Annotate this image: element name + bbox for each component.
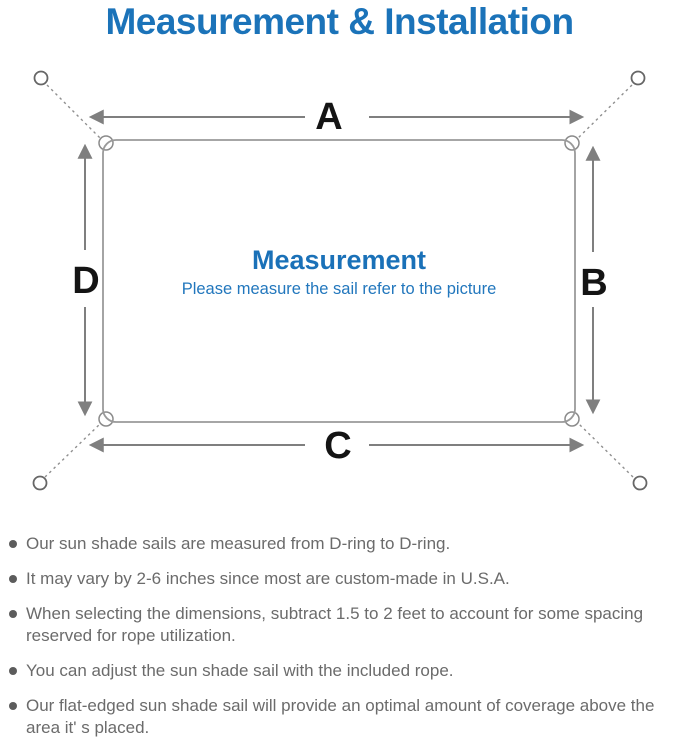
list-item: When selecting the dimensions, subtract … [8, 603, 671, 647]
bullet-icon [9, 540, 17, 548]
anchor-ring-bottom-left [32, 475, 48, 491]
list-item: Our flat-edged sun shade sail will provi… [8, 695, 671, 739]
instruction-text: It may vary by 2-6 inches since most are… [26, 569, 510, 588]
bullet-icon [9, 667, 17, 675]
diagram-center-subtitle: Please measure the sail refer to the pic… [182, 280, 497, 298]
anchor-ring-top-right [630, 70, 646, 86]
d-ring-top-left [98, 135, 114, 151]
measurement-diagram: A B C D Measurement Please measure the s… [32, 70, 648, 491]
bullet-icon [9, 575, 17, 583]
rope-line-bottom-right [578, 423, 634, 478]
list-item: Our sun shade sails are measured from D-… [8, 533, 671, 555]
bullet-icon [9, 702, 17, 710]
instruction-text: Our flat-edged sun shade sail will provi… [26, 696, 655, 737]
side-label-right: B [580, 262, 607, 304]
d-ring-bottom-right [564, 411, 580, 427]
page-title: Measurement & Installation [105, 1, 574, 42]
list-item: You can adjust the sun shade sail with t… [8, 660, 671, 682]
d-ring-top-right [564, 135, 580, 151]
anchor-ring-bottom-right [632, 475, 648, 491]
instruction-text: You can adjust the sun shade sail with t… [26, 661, 454, 680]
instruction-text: When selecting the dimensions, subtract … [26, 604, 644, 645]
list-item: It may vary by 2-6 inches since most are… [8, 568, 671, 590]
anchor-ring-top-left [33, 70, 49, 86]
diagram-center-heading: Measurement [252, 245, 426, 275]
instruction-list: Our sun shade sails are measured from D-… [8, 533, 671, 739]
rope-line-bottom-left [44, 423, 101, 478]
rope-line-top-right [576, 84, 633, 140]
d-ring-bottom-left [98, 411, 114, 427]
rope-line-top-left [46, 84, 102, 140]
instruction-text: Our sun shade sails are measured from D-… [26, 534, 451, 553]
side-label-top: A [315, 96, 342, 138]
side-label-left: D [72, 260, 99, 302]
sail-outline [102, 139, 576, 423]
side-label-bottom: C [324, 425, 351, 467]
bullet-icon [9, 610, 17, 618]
